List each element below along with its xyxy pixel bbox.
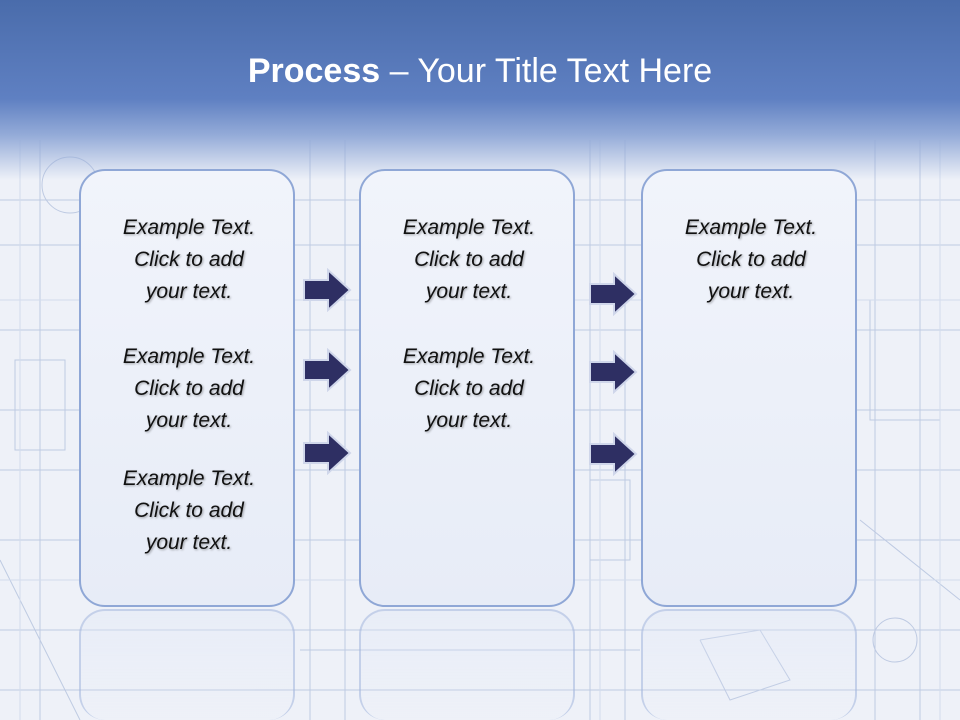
text-placeholder[interactable]: Example Text. Click to add your text. (81, 212, 297, 308)
text-line: Click to add (414, 248, 524, 271)
text-placeholder[interactable]: Example Text. Click to add your text. (643, 212, 859, 308)
title-bold-part: Process (247, 52, 381, 90)
text-line: your text. (425, 409, 513, 432)
text-placeholder[interactable]: Example Text. Click to add your text. (81, 463, 297, 559)
text-line: your text. (145, 531, 233, 554)
box-reflection-2 (359, 609, 575, 720)
text-line: Example Text. (122, 467, 256, 490)
text-line: Example Text. (402, 345, 536, 368)
text-line: Click to add (134, 499, 244, 522)
right-arrow-icon (589, 432, 638, 476)
text-line: Click to add (696, 248, 806, 271)
text-line: your text. (707, 280, 795, 303)
box-reflection-1 (79, 609, 295, 720)
right-arrow-icon (303, 348, 352, 392)
text-line: Example Text. (122, 216, 256, 239)
text-placeholder[interactable]: Example Text. Click to add your text. (361, 212, 577, 308)
right-arrow-icon (589, 272, 638, 316)
text-line: Click to add (134, 248, 244, 271)
title-rest-part: – Your Title Text Here (380, 52, 713, 90)
right-arrow-icon (303, 431, 352, 475)
text-line: Example Text. (122, 345, 256, 368)
process-box-2[interactable]: Example Text. Click to add your text. Ex… (359, 169, 575, 607)
slide-title[interactable]: Process – Your Title Text Here (0, 52, 960, 91)
text-line: Example Text. (684, 216, 818, 239)
process-box-1[interactable]: Example Text. Click to add your text. Ex… (79, 169, 295, 607)
text-line: Example Text. (402, 216, 536, 239)
right-arrow-icon (303, 268, 352, 312)
right-arrow-icon (589, 350, 638, 394)
text-placeholder[interactable]: Example Text. Click to add your text. (81, 341, 297, 437)
title-band (0, 0, 960, 180)
box-reflection-3 (641, 609, 857, 720)
text-line: your text. (425, 280, 513, 303)
text-placeholder[interactable]: Example Text. Click to add your text. (361, 341, 577, 437)
text-line: Click to add (134, 377, 244, 400)
text-line: your text. (145, 280, 233, 303)
text-line: Click to add (414, 377, 524, 400)
text-line: your text. (145, 409, 233, 432)
process-box-3[interactable]: Example Text. Click to add your text. (641, 169, 857, 607)
